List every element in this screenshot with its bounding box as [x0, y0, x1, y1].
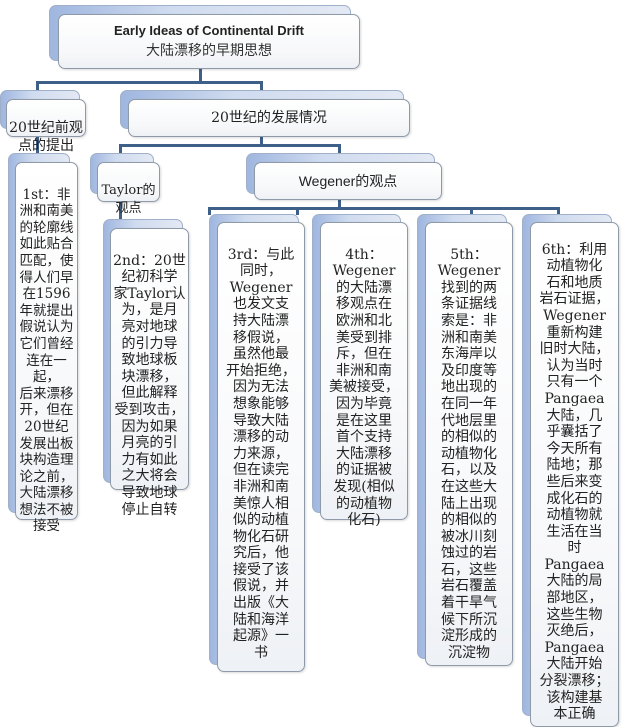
connector	[260, 137, 263, 146]
note-first: 1st：非 洲和南美 的轮廓线 如此贴合 匹配，使 得人们早 在1596 年就提…	[15, 162, 78, 534]
connector	[199, 69, 202, 83]
wegener-box: Wegener的观点	[254, 162, 442, 200]
connector	[119, 144, 122, 154]
connector	[557, 207, 560, 215]
wegener-label: Wegener的观点	[298, 173, 398, 189]
note-first-text: 1st：非 洲和南美 的轮廓线 如此贴合 匹配，使 得人们早 在1596 年就提…	[19, 186, 74, 535]
connector	[338, 200, 341, 209]
connector	[208, 207, 560, 210]
connector	[260, 81, 263, 91]
note-sixth: 6th：利用 动植物化 石和地质 岩石证据， Wegener 重新构建 旧时大陆…	[530, 222, 619, 727]
note-second-text: 2nd：20世 纪初科学 家Taylor认 为，是月 亮对地球 的引力导 致地球…	[113, 252, 186, 518]
connector	[470, 207, 473, 215]
20th-century-box: 20世纪的发展情况	[128, 99, 410, 137]
note-second: 2nd：20世 纪初科学 家Taylor认 为，是月 亮对地球 的引力导 致地球…	[110, 228, 189, 518]
note-fourth: 4th： Wegener 的大陆漂 移观点在 欧洲和北 美受到排 斥，但在 非洲…	[320, 222, 408, 528]
note-third: 3rd：与此 同时， Wegener 也发文支 持大陆漂 移假说， 虽然他最 开…	[217, 222, 305, 672]
connector	[119, 144, 341, 147]
taylor-box: Taylor的 观点	[97, 162, 160, 216]
note-fourth-text: 4th： Wegener 的大陆漂 移观点在 欧洲和北 美受到排 斥，但在 非洲…	[329, 246, 399, 529]
taylor-label: Taylor的 观点	[101, 183, 156, 216]
title-zh: 大陆漂移的早期思想	[146, 43, 272, 59]
note-fifth-text: 5th： Wegener 找到的两 条证据线 索是：非 洲和南美 东海岸以 及印…	[437, 246, 501, 661]
pre-20th-century-label: 20世纪前观 点的提出	[9, 120, 83, 154]
connector	[338, 144, 341, 154]
connector	[36, 81, 262, 84]
pre-20th-century-box: 20世纪前观 点的提出	[6, 99, 86, 154]
connector	[296, 207, 299, 215]
20th-century-label: 20世纪的发展情况	[211, 110, 327, 126]
title-en: Early Ideas of Continental Drift	[114, 23, 304, 38]
connector	[208, 207, 211, 215]
note-fifth: 5th： Wegener 找到的两 条证据线 索是：非 洲和南美 东海岸以 及印…	[425, 222, 513, 666]
note-third-text: 3rd：与此 同时， Wegener 也发文支 持大陆漂 移假说， 虽然他最 开…	[226, 246, 296, 661]
title-box: Early Ideas of Continental Drift 大陆漂移的早期…	[58, 14, 360, 69]
connector	[36, 81, 39, 91]
note-sixth-text: 6th：利用 动植物化 石和地质 岩石证据， Wegener 重新构建 旧时大陆…	[539, 241, 610, 723]
connector	[119, 201, 122, 221]
connector	[36, 137, 39, 154]
